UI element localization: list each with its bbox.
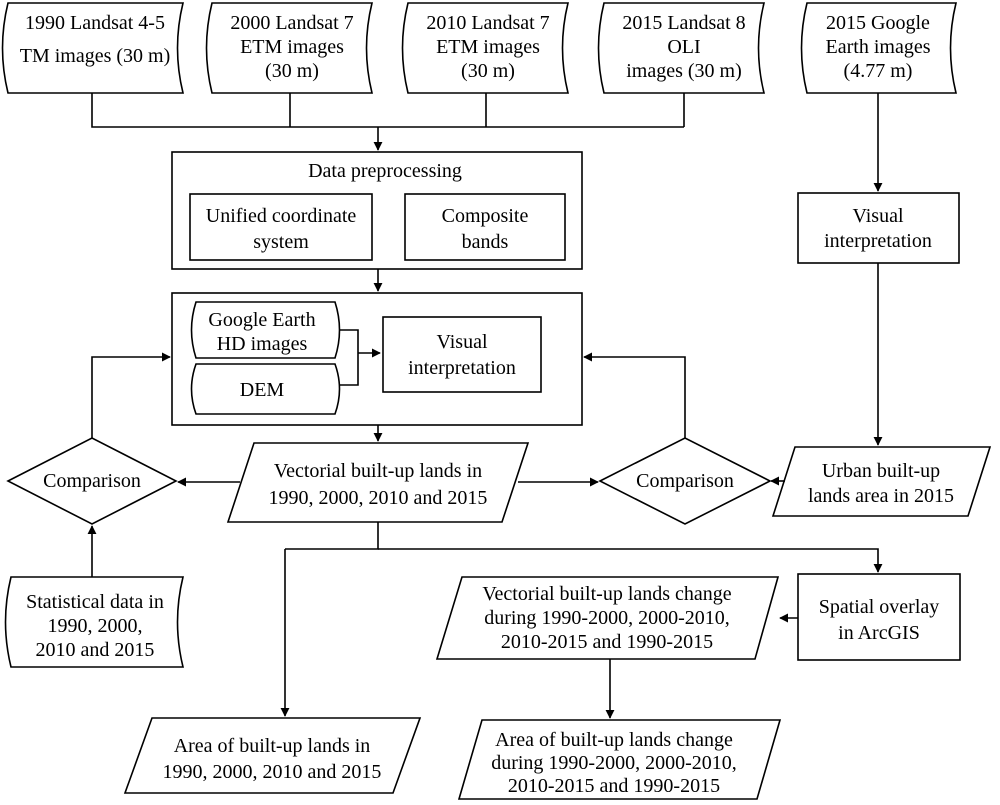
right-visual-interpretation-box xyxy=(797,192,960,264)
statistical-shape xyxy=(4,576,185,668)
comparison-right-diamond xyxy=(598,437,772,525)
dem-shape xyxy=(190,363,341,415)
comparison-left-diamond xyxy=(6,437,178,525)
area-change-shape xyxy=(457,719,782,800)
source-1990-shape xyxy=(1,2,185,94)
dem-label: DEM xyxy=(240,379,285,401)
arrow-comparison-left-feedback xyxy=(91,352,171,438)
preprocessing-title: Data preprocessing xyxy=(308,160,462,182)
area-shape xyxy=(123,717,422,794)
source-2015-landsat-shape xyxy=(597,2,766,94)
source-merge-connector xyxy=(91,93,685,128)
visual-interpretation-box xyxy=(382,316,542,393)
google-earth-hd-shape xyxy=(190,301,341,359)
source-2015-google-shape xyxy=(800,2,958,94)
vectorial-shape xyxy=(226,442,530,523)
vectorial-branch-connector xyxy=(285,522,379,550)
coordinate-box xyxy=(189,193,373,261)
comparison-left-label: Comparison xyxy=(43,470,141,492)
vectorial-change-shape xyxy=(435,576,780,660)
composite-box xyxy=(404,193,566,261)
comparison-right-label: Comparison xyxy=(636,470,734,492)
spatial-overlay-box xyxy=(797,573,961,661)
arrow-comparison-right-feedback xyxy=(583,352,686,438)
arrow-to-overlay xyxy=(378,548,883,573)
inputs-merge-connector xyxy=(339,329,359,386)
urban-built-up-shape xyxy=(771,446,992,517)
source-2010-shape xyxy=(401,2,570,94)
source-2000-shape xyxy=(205,2,374,94)
